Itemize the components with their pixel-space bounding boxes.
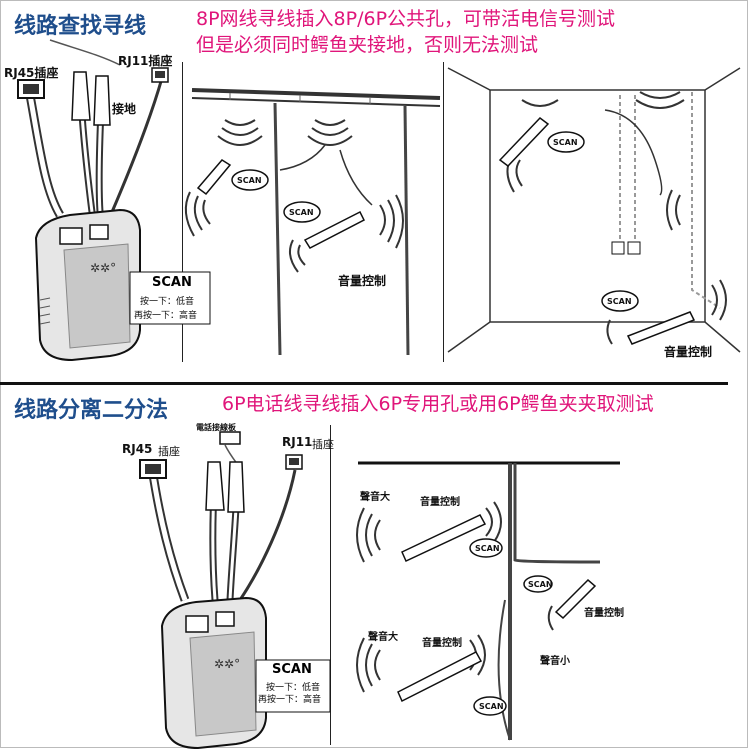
top-section-title: 线路查找寻线 [14, 14, 147, 39]
section-separator [0, 382, 728, 385]
top-middle-volume: 音量控制 [338, 274, 387, 288]
top-scan-label: SCAN [152, 275, 192, 290]
bottom-volume-c: 音量控制 [422, 638, 462, 649]
top-middle-scan-a: SCAN [237, 176, 262, 185]
bottom-press-again: 再按一下：高音 [258, 695, 322, 705]
bottom-loud-a: 聲音大 [360, 492, 390, 503]
bottom-rj11-socket: 插座 [312, 438, 334, 451]
bottom-board-label: 電話接線板 [196, 423, 236, 432]
bottom-quiet: 聲音小 [540, 656, 570, 667]
svg-text:✲✲°: ✲✲° [214, 657, 240, 671]
bottom-volume-b: 音量控制 [584, 608, 624, 619]
svg-text:✲✲°: ✲✲° [90, 261, 116, 275]
bottom-rj11-label: RJ11 [282, 435, 313, 449]
bottom-scan-label: SCAN [272, 662, 312, 677]
top-rj45-label: RJ45插座 [4, 66, 59, 80]
bottom-press-once: 按一下：低音 [266, 683, 321, 693]
bottom-rj45-socket: 插座 [158, 445, 180, 458]
top-rj11-label: RJ11插座 [118, 54, 173, 68]
bottom-rj45-label: RJ45 [122, 442, 153, 456]
bottom-panel-divider [330, 425, 331, 745]
top-panel-divider-2 [443, 62, 444, 362]
bottom-volume-a: 音量控制 [420, 497, 460, 508]
top-panel-divider-1 [182, 62, 183, 362]
top-note-line-1: 8P网线寻线插入8P/6P公共孔，可带活电信号测试 [196, 8, 616, 30]
bottom-loud-b: 聲音大 [368, 632, 398, 643]
top-right-scan-a: SCAN [553, 138, 578, 147]
top-middle-scan-b: SCAN [289, 208, 314, 217]
top-right-scan-b: SCAN [607, 297, 632, 306]
bottom-section-title: 线路分离二分法 [14, 398, 169, 423]
bottom-scan-b: SCAN [528, 580, 553, 589]
bottom-scan-a: SCAN [475, 544, 500, 553]
bottom-note: 6P电话线寻线插入6P专用孔或用6P鳄鱼夹夹取测试 [222, 393, 654, 415]
top-note-line-2: 但是必须同时鳄鱼夹接地，否则无法测试 [196, 34, 539, 56]
top-press-once: 按一下：低音 [140, 297, 195, 307]
top-right-volume: 音量控制 [664, 345, 713, 359]
top-ground-label: 接地 [112, 102, 137, 116]
top-press-again: 再按一下：高音 [134, 311, 198, 321]
bottom-scan-c: SCAN [479, 702, 504, 711]
